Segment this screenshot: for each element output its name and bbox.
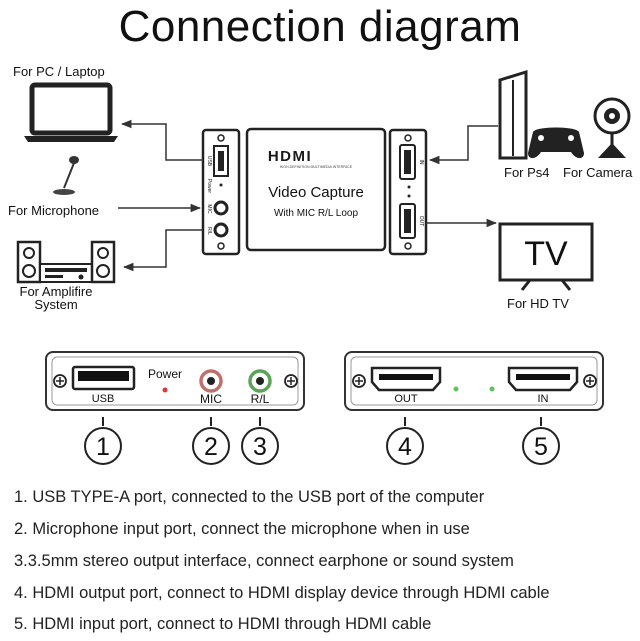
screw-icon	[53, 374, 67, 388]
hd-tv-label: For HD TV	[507, 296, 569, 311]
usb-audio-panel	[45, 351, 305, 411]
hdmi-tagline: HIGH-DEFINITION MULTIMEDIA INTERFACE	[280, 165, 353, 169]
callout-2: 2	[204, 433, 218, 461]
callout-5: 5	[534, 433, 548, 461]
laptop-icon	[24, 82, 118, 142]
description-5: 5. HDMI input port, connect to HDMI thro…	[14, 615, 432, 633]
status-led	[453, 386, 459, 392]
module-power-led	[219, 183, 223, 187]
microphone-icon	[53, 156, 79, 195]
power-led	[162, 387, 168, 393]
in-label: IN	[538, 393, 549, 405]
page-title: Connection diagram	[118, 2, 522, 51]
amplifier-icon	[16, 240, 116, 284]
amplifier-label-line2: System	[34, 297, 78, 312]
ps4-label: For Ps4	[504, 165, 550, 180]
description-1: 1. USB TYPE-A port, connected to the USB…	[14, 488, 485, 506]
usb-label: USB	[92, 393, 115, 405]
module-mic-jack	[213, 200, 229, 216]
amplifier-label-line1: For Amplifire	[19, 284, 93, 299]
screw-icon	[583, 374, 597, 388]
ps4-icon	[498, 69, 584, 160]
description-2: 2. Microphone input port, connect the mi…	[14, 520, 470, 538]
module-usb-label: USB	[206, 156, 212, 167]
device-name: Video Capture	[268, 184, 364, 201]
screw-icon	[284, 374, 298, 388]
left-port-module	[201, 128, 241, 256]
right-port-module	[388, 128, 428, 256]
device-subtitle: With MIC R/L Loop	[274, 208, 359, 219]
module-rl-label: R/L	[206, 227, 212, 235]
connection-lines	[118, 119, 498, 272]
camera-icon	[593, 97, 631, 158]
callout-1: 1	[96, 433, 110, 461]
description-3: 3.3.5mm stereo output interface, connect…	[14, 552, 514, 570]
status-led	[489, 386, 495, 392]
hdmi-logo: HDMI	[268, 148, 312, 165]
capture-box	[245, 127, 387, 252]
module-out-label: OUT	[418, 216, 424, 227]
tv-screen-text: TV	[524, 235, 568, 273]
callout-3: 3	[253, 433, 267, 461]
description-4: 4. HDMI output port, connect to HDMI dis…	[14, 584, 550, 602]
out-label: OUT	[394, 393, 418, 405]
amplifier-label: For Amplifire System	[6, 285, 106, 311]
module-power-label: Power	[206, 179, 212, 194]
camera-label: For Camera	[563, 165, 633, 180]
screw-icon	[352, 374, 366, 388]
module-rl-jack	[213, 222, 229, 238]
rl-label: R/L	[251, 392, 270, 406]
power-label: Power	[148, 367, 182, 381]
pc-label: For PC / Laptop	[13, 64, 105, 79]
callout-4: 4	[398, 433, 412, 461]
tv-icon	[498, 222, 594, 291]
mic-label: MIC	[200, 392, 222, 406]
module-mic-label: MIC	[206, 204, 212, 214]
microphone-label: For Microphone	[8, 203, 100, 218]
callout-markers	[84, 417, 560, 465]
hdmi-panel	[344, 351, 604, 411]
module-in-label: IN	[418, 160, 424, 165]
